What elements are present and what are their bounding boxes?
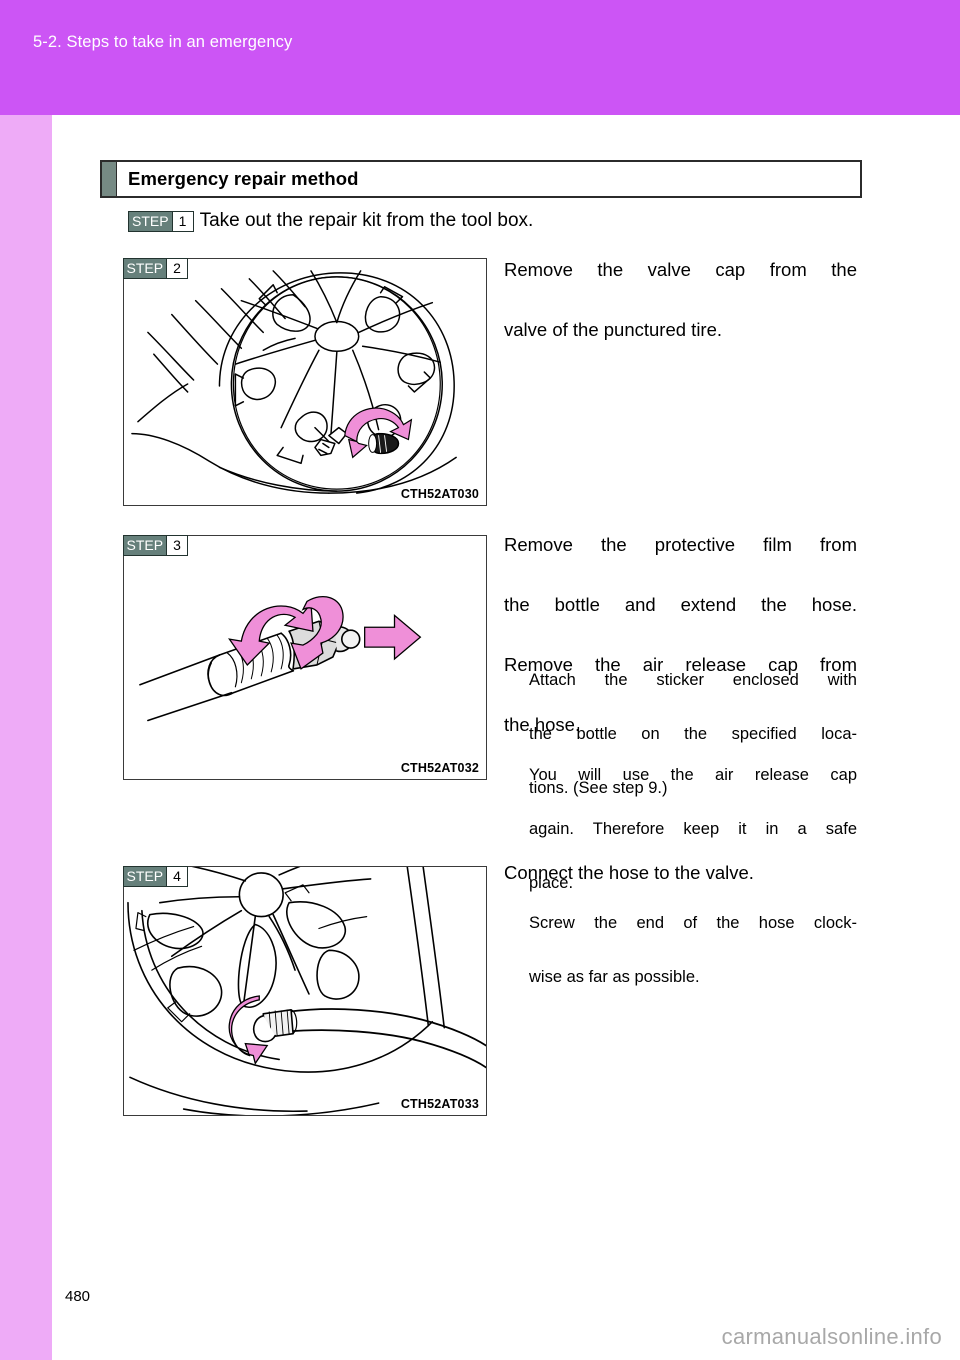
- text-line: Remove the air release cap from: [504, 654, 857, 675]
- hose-nozzle-with-rotation-arrows-illustration: [139, 596, 422, 722]
- step-1-row: STEP 1 Take out the repair kit from the …: [128, 210, 533, 232]
- text-line: valve of the punctured tire.: [504, 319, 723, 340]
- rotation-arrow-icon: [228, 995, 269, 1065]
- text-line: You will use the air release cap: [529, 766, 857, 784]
- step-badge-word: STEP: [129, 211, 172, 231]
- step-1-instruction: Take out the repair kit from the tool bo…: [199, 210, 534, 231]
- step-badge-word: STEP: [123, 866, 167, 886]
- text-line: place.: [529, 874, 574, 892]
- figure-step-4: STEP 4: [122, 865, 487, 1116]
- step-badge-word: STEP: [123, 535, 167, 555]
- text-line: Remove the valve cap from the: [504, 259, 857, 280]
- step-badge-3: STEP 3: [122, 534, 189, 556]
- rotation-arrow-left-icon: [228, 601, 314, 666]
- text-line: Attach the sticker enclosed with: [529, 671, 857, 689]
- section-title-text: Emergency repair method: [128, 168, 359, 189]
- text-line: again. Therefore keep it in a safe: [529, 820, 857, 838]
- text-line: Remove the protective film from: [504, 534, 857, 555]
- figure-caption: CTH52AT033: [400, 1097, 479, 1111]
- step-badge-1: STEP 1: [128, 210, 194, 232]
- figure-step-2: STEP 2: [122, 257, 487, 506]
- figure-step-3: STEP 3: [122, 534, 487, 780]
- rotation-arrow-right-icon: [290, 596, 344, 670]
- step-badge-word: STEP: [123, 258, 167, 278]
- step-badge-number: 3: [166, 535, 188, 555]
- chapter-edge-tab: [0, 115, 52, 1360]
- figure-caption: CTH52AT032: [400, 761, 479, 775]
- text-line: the bottle on the specified loca-: [529, 725, 857, 743]
- pull-arrow-icon: [364, 613, 422, 661]
- step-badge-number: 2: [166, 258, 188, 278]
- text-line: Connect the hose to the valve.: [504, 862, 754, 883]
- step-3-instruction: Remove the protective film from the bott…: [504, 530, 857, 740]
- wheel-with-valve-cap-illustration: [131, 270, 457, 494]
- hose-connected-to-wheel-valve-illustration: [127, 867, 486, 1115]
- section-title-bar: Emergency repair method: [100, 160, 862, 198]
- step-badge-number: 4: [166, 866, 188, 886]
- step-3-note-1: Attach the sticker enclosed with the bot…: [529, 667, 857, 802]
- step-badge-4: STEP 4: [122, 865, 189, 887]
- text-line: tions. (See step 9.): [529, 779, 668, 797]
- figure-caption: CTH52AT030: [400, 487, 479, 501]
- text-line: the bottle and extend the hose.: [504, 594, 857, 615]
- step-2-instruction: Remove the valve cap from the valve of t…: [504, 255, 857, 345]
- rotation-arrow-icon: [344, 407, 413, 459]
- section-title-accent-bar: [102, 162, 117, 196]
- site-watermark: carmanualsonline.info: [721, 1324, 942, 1349]
- chapter-header-banner: 5-2. Steps to take in an emergency: [0, 0, 960, 115]
- step-4-note: Screw the end of the hose clock- wise as…: [529, 910, 857, 991]
- text-line: wise as far as possible.: [529, 968, 700, 986]
- step-badge-number: 1: [171, 211, 193, 231]
- text-line: the hose.: [504, 714, 581, 735]
- text-line: Screw the end of the hose clock-: [529, 914, 857, 932]
- page-number: 480: [65, 1288, 91, 1305]
- step-3-note-2: You will use the air release cap again. …: [529, 762, 857, 897]
- chapter-title: 5-2. Steps to take in an emergency: [33, 33, 293, 51]
- step-4-instruction: Connect the hose to the valve.: [504, 858, 857, 888]
- step-badge-2: STEP 2: [122, 257, 189, 279]
